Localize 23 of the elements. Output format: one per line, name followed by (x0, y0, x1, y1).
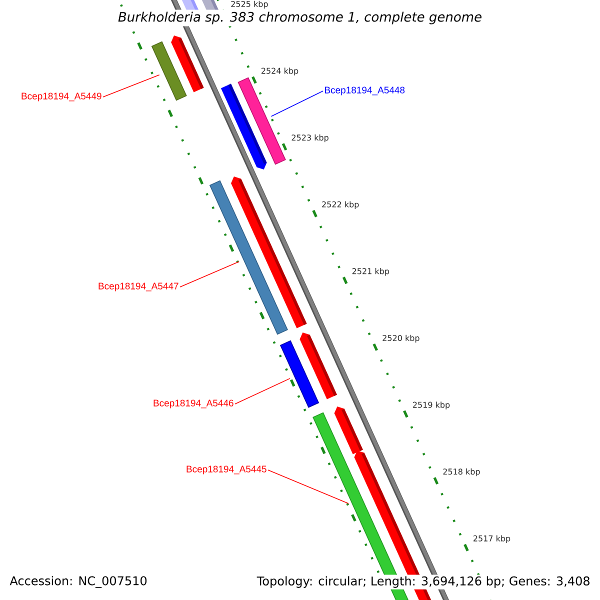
gene-label: Bcep18194_A5445 (186, 466, 266, 474)
gene-label: Bcep18194_A5449 (22, 92, 102, 102)
leader-line (270, 90, 324, 117)
genome-info-text: Topology: circular; Length: 3,694,126 bp; Genes: 3,408 (255, 574, 592, 590)
scale-label: 2525 kbp (231, 0, 268, 9)
leader-line (234, 378, 290, 404)
leader-line (180, 261, 240, 288)
title: Burkholderia sp. 383 chromosome 1, complete genome (116, 10, 484, 26)
gene-label: Bcep18194_A5448 (324, 86, 405, 96)
leader-line (268, 470, 349, 504)
scale-label: 2522 kbp (322, 201, 359, 209)
scale-label: 2520 kbp (382, 334, 420, 343)
scale-label: 2519 kbp (413, 402, 450, 410)
scale-label: 2524 kbp (262, 68, 298, 76)
scale-label: 2518 kbp (443, 468, 480, 476)
accession-text: Accession: NC_007510 (8, 574, 149, 590)
gene-bar (151, 41, 187, 101)
gene-label: Bcep18194_A5446 (154, 400, 234, 408)
gene-label: Bcep18194_A5447 (98, 282, 178, 292)
leader-line (102, 74, 160, 98)
gene-bar (238, 77, 286, 165)
scale-label: 2517 kbp (474, 535, 510, 543)
scale-label: 2521 kbp (352, 268, 390, 276)
